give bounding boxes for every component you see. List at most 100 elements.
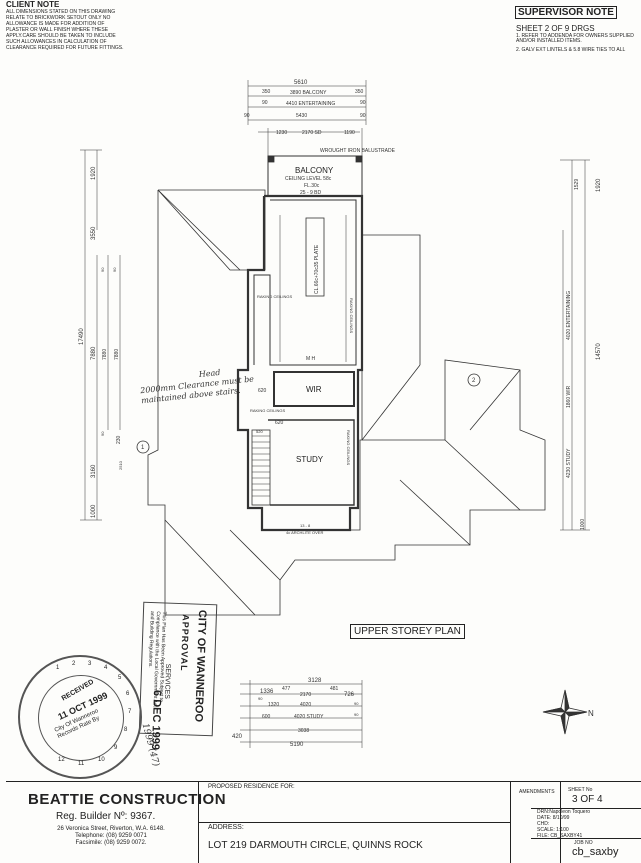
- raking-ceilings-study: RAKING CEILINGS: [346, 430, 351, 465]
- roof-hip: [361, 364, 421, 441]
- stair-treads: [252, 435, 270, 497]
- supervisor-note-2: 2. GALV EXT LINTELS & 5.8 WIRE TIES TO A…: [516, 47, 626, 53]
- dim-text: 1860 WIR: [566, 385, 572, 408]
- plate-label: CL.66c+70c35 PLATE: [314, 244, 320, 294]
- date-value: 8/10/99: [552, 815, 570, 821]
- scale: SCALE: 1:100: [537, 827, 569, 833]
- client-note-line: APPLY.CARE SHOULD BE TAKEN TO INCLUDE: [6, 33, 116, 39]
- supervisor-note-title: SUPERVISOR NOTE: [515, 6, 617, 19]
- plan-title: UPPER STOREY PLAN: [350, 624, 465, 639]
- wir-label: WIR: [306, 385, 322, 394]
- dim-text: 1920: [596, 178, 602, 192]
- dim-text: 90: [360, 100, 366, 106]
- raking-ceilings-right: RAKING CEILINGS: [349, 298, 354, 333]
- lot-address: LOT 219 DARMOUTH CIRCLE, QUINNS ROCK: [208, 840, 423, 851]
- client-note-line: CLEARANCE REQUIRED FOR FUTURE FITTINGS.: [6, 45, 124, 51]
- client-note-line: SUCH ALLOWANCES IN CALCULATION OF: [6, 39, 107, 45]
- approval-city: CITY OF WANNEROO: [192, 609, 209, 723]
- dim-text: 7880: [114, 349, 120, 360]
- title-block: BEATTIE CONSTRUCTION Reg. Builder Nº: 93…: [6, 781, 641, 863]
- wir-outline: [273, 371, 355, 407]
- dim-text: 7880: [102, 349, 108, 360]
- client-note-line: RELATE TO BRICKWORK SETOUT ONLY NO: [6, 15, 111, 21]
- dim-text: 5430: [296, 113, 307, 119]
- dim-text: 90: [262, 100, 268, 106]
- dim-text: 90: [244, 113, 250, 119]
- sheet-no-label: SHEET No: [568, 787, 593, 793]
- builder-reg: Reg. Builder Nº: 9367.: [56, 811, 156, 822]
- dim-text: 90: [258, 696, 263, 701]
- roof-outline: [157, 189, 266, 271]
- divider: [560, 782, 561, 863]
- divider: [531, 808, 641, 809]
- dim-text: 3038: [298, 728, 309, 734]
- balcony-label: BALCONY: [295, 166, 334, 175]
- dim-text: 5610: [294, 80, 308, 86]
- stamp-number: 2: [72, 661, 76, 667]
- dim-text: 90: [100, 431, 105, 436]
- stamp-number: 3: [88, 661, 92, 667]
- received-stamp: RECEIVED 11 OCT 1999 City Of Wanneroo Re…: [18, 655, 142, 779]
- stamp-number: 12: [58, 757, 65, 763]
- roof-hip: [399, 479, 471, 546]
- roof-outline: [147, 190, 546, 616]
- wrought-iron-label: WROUGHT IRON BALUSTRADE: [320, 148, 396, 154]
- dim-620: 620: [275, 420, 284, 426]
- dim-text: 2510: [118, 460, 123, 470]
- balcony-dim: 25 - 9 BD: [300, 190, 322, 196]
- dim-text: 477: [282, 686, 291, 692]
- drn-label: DRN:: [537, 809, 550, 815]
- raking-ceilings-mid: RAKING CEILINGS: [250, 408, 285, 413]
- stamp-number: 8: [124, 727, 128, 733]
- dim-text: 7880: [91, 346, 97, 360]
- dim-text: 4020: [300, 702, 311, 708]
- company-fax: Facsimile: (08) 9259 0072.: [75, 840, 147, 846]
- approval-word: APPROVAL: [178, 614, 191, 672]
- stamp-number: 5: [118, 675, 122, 681]
- roof-hip: [157, 189, 241, 271]
- stamp-number: 6: [126, 691, 130, 697]
- dim-text: 14570: [596, 343, 602, 360]
- dim-text: 481: [330, 686, 339, 692]
- dim-text: 4410 ENTERTAINING: [286, 101, 335, 107]
- plate-box: [305, 217, 325, 297]
- raking-ceilings-left: RAKING CEILINGS: [257, 294, 292, 299]
- amendments-label: AMENDMENTS: [519, 789, 555, 795]
- dim-text: 230: [116, 435, 122, 444]
- dim-text: 4020 STUDY: [294, 714, 324, 720]
- stair-label: 13 - 8: [300, 523, 311, 528]
- sheet-no: 3 OF 4: [572, 794, 603, 805]
- section-marker-label: 2: [472, 378, 476, 384]
- stamp-inner-ring: [38, 675, 124, 761]
- address-label: ADDRESS:: [208, 824, 244, 831]
- dim-text: 3128: [308, 678, 322, 684]
- stairs: [251, 429, 271, 506]
- job-no: cb_saxby: [572, 846, 619, 858]
- dim-text: 1190: [344, 130, 355, 136]
- section-marker-label: 1: [141, 445, 145, 451]
- balcony-post: [355, 155, 363, 163]
- dim-text: 90: [354, 712, 359, 717]
- dim-text: 90: [112, 267, 117, 272]
- dim-text: 1920: [91, 166, 97, 180]
- stamp-number: 7: [128, 709, 132, 715]
- dim-text: 90: [360, 113, 366, 119]
- drawing-info: DRN:Napoleon Toquero DATE: 8/10/99 CHD: …: [537, 809, 590, 839]
- divider: [510, 782, 511, 863]
- dim-text: 5190: [290, 742, 304, 748]
- drn-value: Napoleon Toquero: [549, 809, 591, 815]
- dim-text: 17490: [79, 328, 85, 345]
- dim-text: 1000: [580, 519, 586, 530]
- dim-620: 620: [258, 388, 267, 394]
- supervisor-sheet: SHEET 2 OF 9 DRGS: [516, 24, 595, 33]
- stamp-number: 9: [114, 745, 118, 751]
- roof-outline: [362, 234, 421, 365]
- dim-text: 1529: [574, 179, 580, 190]
- dim-text: 2170 SD: [302, 130, 322, 136]
- dim-text: 726: [344, 692, 355, 698]
- dim-text: 350: [355, 89, 364, 95]
- dim-text: 1336: [260, 689, 274, 695]
- company-name: BEATTIE CONSTRUCTION: [28, 791, 227, 808]
- dim-text: 350: [262, 89, 271, 95]
